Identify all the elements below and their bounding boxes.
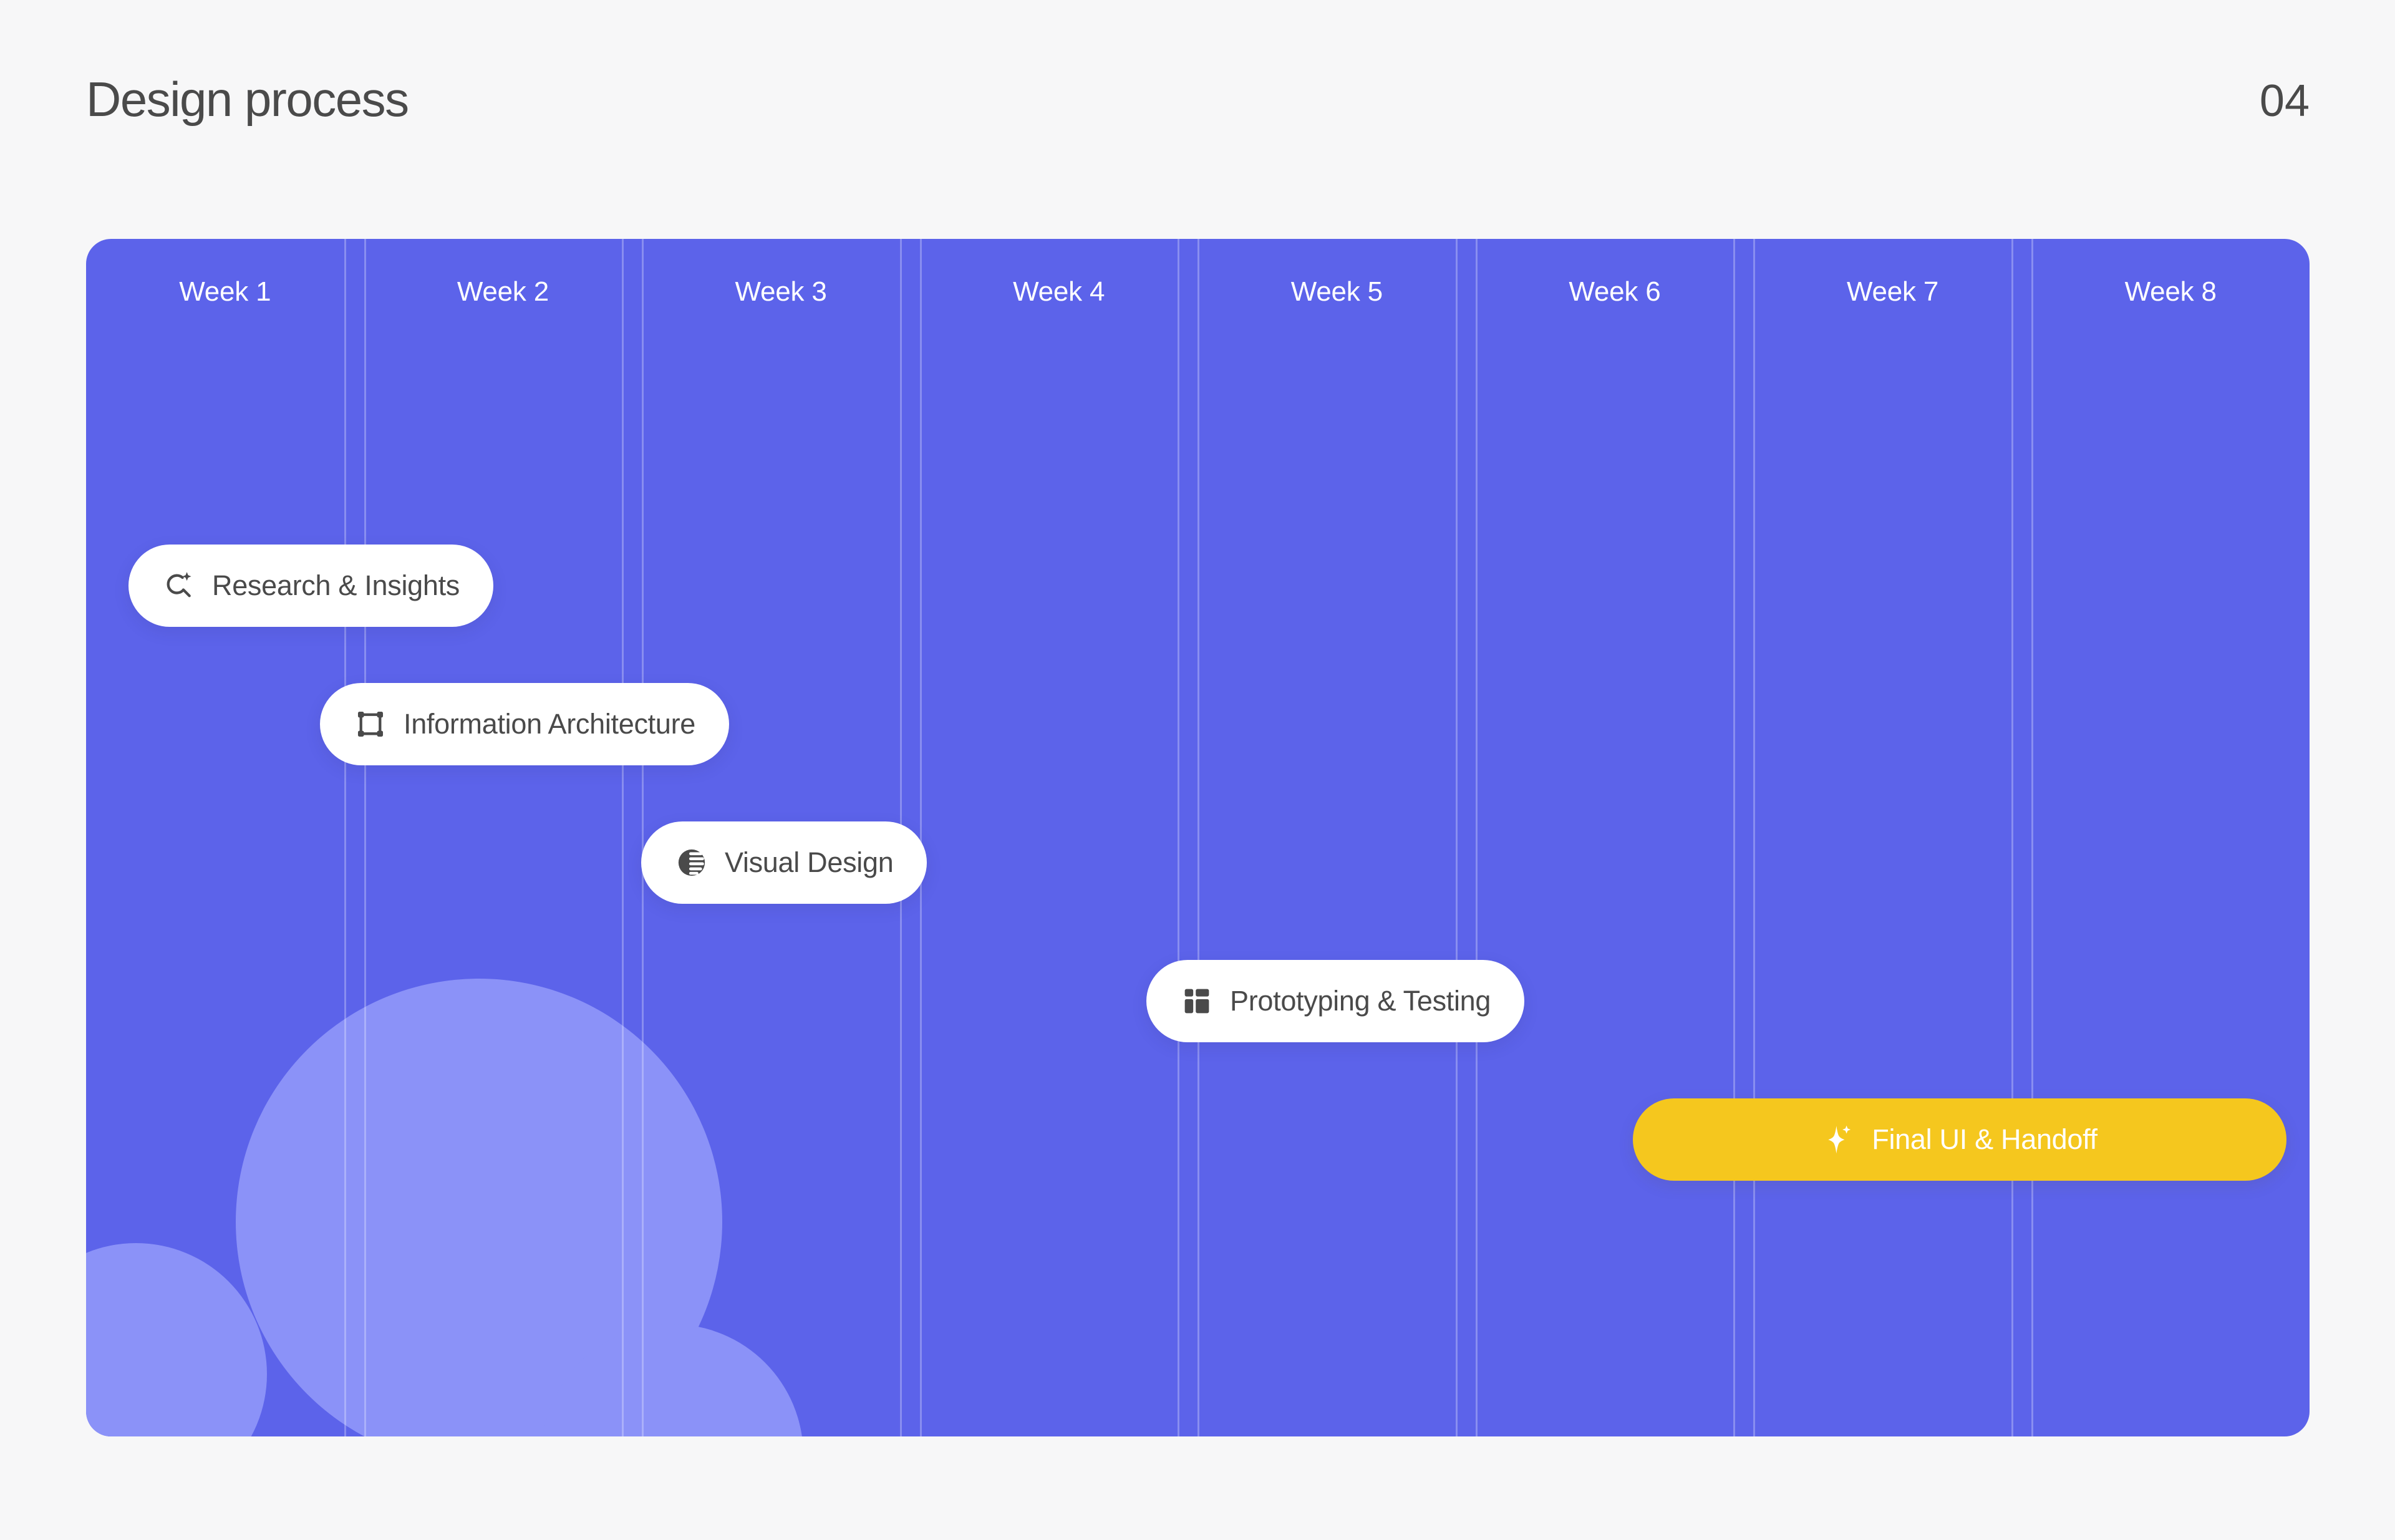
grid-line xyxy=(1198,239,1199,1436)
task-bar-visual-design[interactable]: Visual Design xyxy=(641,821,927,904)
week-label: Week 8 xyxy=(2124,276,2217,307)
sparkle-icon xyxy=(1822,1123,1856,1156)
task-bar-research-and-insights[interactable]: Research & Insights xyxy=(128,545,493,627)
grid-line xyxy=(2031,239,2033,1436)
week-column-3: Week 3 xyxy=(642,239,920,345)
page-number: 04 xyxy=(2259,76,2310,126)
week-column-6: Week 6 xyxy=(1476,239,1754,345)
task-bar-prototyping-and-testing[interactable]: Prototyping & Testing xyxy=(1146,960,1525,1042)
grid-line xyxy=(1178,239,1179,1436)
week-grid-lines xyxy=(86,239,2310,1436)
grid-line xyxy=(2011,239,2013,1436)
task-label: Prototyping & Testing xyxy=(1230,985,1491,1017)
week-label: Week 3 xyxy=(735,276,827,307)
week-label: Week 2 xyxy=(457,276,549,307)
task-label: Research & Insights xyxy=(212,569,460,601)
week-label: Week 4 xyxy=(1013,276,1105,307)
task-bars-layer: Research & Insights Inform xyxy=(86,239,2310,1436)
layout-grid-icon xyxy=(1180,984,1214,1018)
task-bar-information-architecture[interactable]: Information Architecture xyxy=(320,683,730,765)
week-label: Week 6 xyxy=(1569,276,1661,307)
grid-line xyxy=(1456,239,1458,1436)
page-title: Design process xyxy=(86,72,409,127)
grid-line xyxy=(364,239,366,1436)
task-label: Visual Design xyxy=(725,846,894,878)
week-header-row: Week 1 Week 2 Week 3 Week 4 Week 5 Week … xyxy=(86,239,2310,345)
search-sparkle-icon xyxy=(162,569,196,603)
grid-line xyxy=(1733,239,1735,1436)
task-label: Information Architecture xyxy=(404,708,696,740)
week-column-7: Week 7 xyxy=(1754,239,2032,345)
grid-line xyxy=(1753,239,1755,1436)
grid-line xyxy=(1476,239,1478,1436)
task-label: Final UI & Handoff xyxy=(1872,1123,2097,1155)
slide-header: Design process 04 xyxy=(86,75,2310,123)
week-label: Week 7 xyxy=(1846,276,1939,307)
grid-line xyxy=(622,239,624,1436)
grid-line xyxy=(920,239,922,1436)
contrast-circle-icon xyxy=(675,846,709,879)
timeline-panel: Week 1 Week 2 Week 3 Week 4 Week 5 Week … xyxy=(86,239,2310,1436)
week-column-2: Week 2 xyxy=(364,239,642,345)
week-column-8: Week 8 xyxy=(2031,239,2310,345)
week-column-1: Week 1 xyxy=(86,239,364,345)
week-label: Week 5 xyxy=(1290,276,1383,307)
week-label: Week 1 xyxy=(179,276,271,307)
grid-line xyxy=(642,239,644,1436)
grid-line xyxy=(344,239,346,1436)
frame-nodes-icon xyxy=(354,707,387,741)
task-bar-final-ui-and-handoff[interactable]: Final UI & Handoff xyxy=(1633,1098,2286,1181)
week-column-5: Week 5 xyxy=(1198,239,1476,345)
week-column-4: Week 4 xyxy=(920,239,1198,345)
